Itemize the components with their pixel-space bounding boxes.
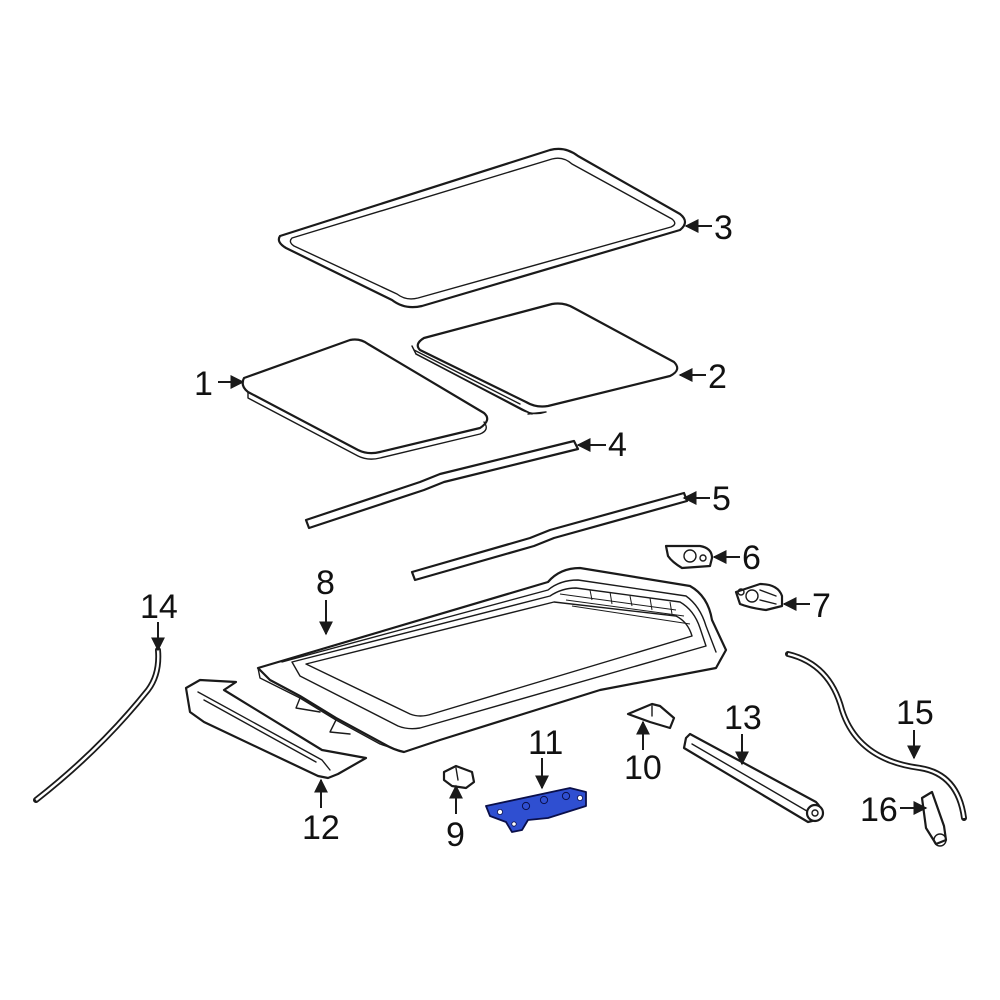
part-4-front-weatherstrip[interactable] — [304, 439, 580, 530]
part-7-sunroof-motor[interactable] — [734, 582, 784, 612]
callout-15[interactable]: 15 — [896, 694, 934, 732]
callout-12[interactable]: 12 — [302, 809, 340, 847]
part-14-drain-hose-left[interactable] — [33, 647, 162, 803]
part-9-bracket[interactable] — [442, 764, 476, 790]
part-11-reinforcement-bracket[interactable] — [485, 787, 587, 833]
part-10-bracket[interactable] — [626, 702, 676, 730]
callout-labels: 1 2 3 4 5 6 7 8 9 10 11 12 13 14 15 16 — [140, 209, 934, 854]
part-16-hose-fitting[interactable] — [920, 790, 948, 847]
callout-5[interactable]: 5 — [712, 480, 731, 518]
part-13-sunshade-roller[interactable] — [682, 732, 825, 824]
callout-10[interactable]: 10 — [624, 749, 662, 787]
part-8-sunroof-frame[interactable] — [256, 566, 728, 754]
callout-lines — [151, 219, 928, 815]
callout-9[interactable]: 9 — [446, 816, 465, 854]
part-6-bracket[interactable] — [664, 544, 714, 570]
callout-1[interactable]: 1 — [194, 365, 213, 403]
part-15-drain-hose-right[interactable] — [785, 651, 967, 821]
callout-11[interactable]: 11 — [528, 724, 563, 762]
part-1-front-glass[interactable] — [241, 338, 489, 460]
callout-2[interactable]: 2 — [708, 358, 727, 396]
part-3-roof-seal[interactable] — [277, 147, 687, 309]
callout-14[interactable]: 14 — [140, 588, 178, 626]
part-12-drain-trough[interactable] — [184, 678, 368, 780]
callout-16[interactable]: 16 — [860, 791, 898, 829]
callout-6[interactable]: 6 — [742, 539, 761, 577]
callout-7[interactable]: 7 — [812, 587, 831, 625]
callout-4[interactable]: 4 — [608, 426, 627, 464]
callout-3[interactable]: 3 — [714, 209, 733, 247]
part-5-rear-weatherstrip[interactable] — [410, 491, 689, 582]
callout-8[interactable]: 8 — [316, 564, 335, 602]
part-2-rear-glass[interactable] — [411, 302, 679, 415]
callout-13[interactable]: 13 — [724, 699, 762, 737]
